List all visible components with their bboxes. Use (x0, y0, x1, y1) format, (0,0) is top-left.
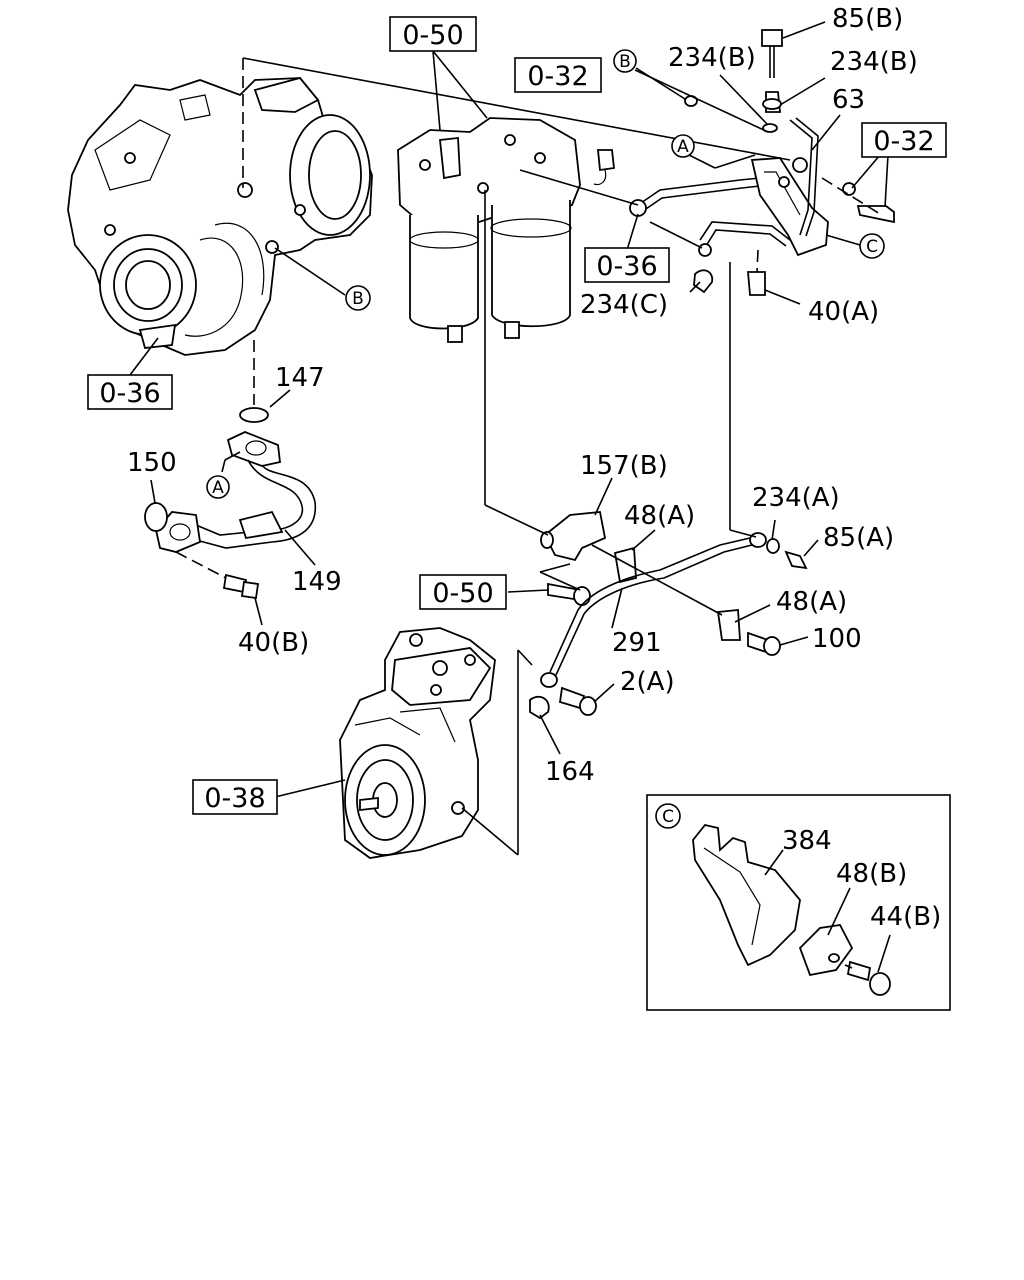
label-48b[interactable]: 48(B) (836, 859, 907, 889)
label-291[interactable]: 291 (612, 628, 662, 658)
detail-c-bracket-illustration (692, 823, 891, 996)
label-149[interactable]: 149 (292, 567, 342, 597)
label-63[interactable]: 63 (832, 85, 865, 115)
label-48a-mid[interactable]: 48(A) (776, 587, 847, 617)
circle-marker-b-turbo: B (345, 285, 371, 311)
fuel-filter-illustration (397, 117, 615, 343)
pipe-149-illustration (144, 407, 317, 600)
svg-text:0-50: 0-50 (402, 20, 463, 51)
svg-text:C: C (662, 807, 674, 827)
reference-box-0-50-mid[interactable]: 0-50 (419, 574, 507, 610)
label-40b[interactable]: 40(B) (238, 628, 309, 658)
label-234b-right[interactable]: 234(B) (830, 47, 918, 77)
label-40a[interactable]: 40(A) (808, 297, 879, 327)
svg-text:0-36: 0-36 (99, 378, 160, 409)
svg-text:0-32: 0-32 (873, 126, 934, 157)
middle-fittings-illustration (529, 511, 808, 720)
reference-box-0-32-left[interactable]: 0-32 (514, 57, 602, 93)
label-44b[interactable]: 44(B) (870, 902, 941, 932)
circle-marker-b-top: B (613, 49, 637, 73)
svg-text:A: A (212, 478, 224, 498)
label-234b-left[interactable]: 234(B) (668, 43, 756, 73)
air-compressor-illustration (339, 627, 496, 859)
svg-text:B: B (619, 52, 631, 72)
bracket-pipe-illustration (629, 29, 895, 296)
svg-text:B: B (352, 289, 364, 309)
circle-marker-c-bracket: C (859, 233, 885, 259)
label-150[interactable]: 150 (127, 448, 177, 478)
label-2a[interactable]: 2(A) (620, 667, 675, 697)
reference-box-0-50-top[interactable]: 0-50 (389, 16, 477, 52)
svg-text:A: A (677, 137, 689, 157)
svg-text:0-36: 0-36 (596, 251, 657, 282)
reference-box-0-32-right[interactable]: 0-32 (861, 122, 947, 158)
circle-marker-c-inset: C (655, 803, 681, 829)
svg-text:C: C (866, 237, 878, 257)
label-147[interactable]: 147 (275, 363, 325, 393)
circle-marker-a-pipe: A (206, 475, 230, 499)
label-384[interactable]: 384 (782, 826, 832, 856)
label-234c[interactable]: 234(C) (580, 290, 668, 320)
reference-box-0-36-mid[interactable]: 0-36 (584, 247, 670, 283)
label-85a[interactable]: 85(A) (823, 523, 894, 553)
label-234a[interactable]: 234(A) (752, 483, 840, 513)
svg-text:0-32: 0-32 (527, 61, 588, 92)
label-85b[interactable]: 85(B) (832, 4, 903, 34)
label-164[interactable]: 164 (545, 757, 595, 787)
reference-box-0-36-left[interactable]: 0-36 (87, 374, 173, 410)
svg-text:0-50: 0-50 (432, 578, 493, 609)
svg-text:0-38: 0-38 (204, 783, 265, 814)
circle-marker-a-top: A (671, 134, 695, 158)
label-48a-top[interactable]: 48(A) (624, 501, 695, 531)
turbocharger-illustration (67, 76, 373, 356)
reference-box-0-38[interactable]: 0-38 (192, 779, 278, 815)
leader-lines (129, 21, 891, 973)
label-100[interactable]: 100 (812, 624, 862, 654)
label-157b[interactable]: 157(B) (580, 451, 668, 481)
